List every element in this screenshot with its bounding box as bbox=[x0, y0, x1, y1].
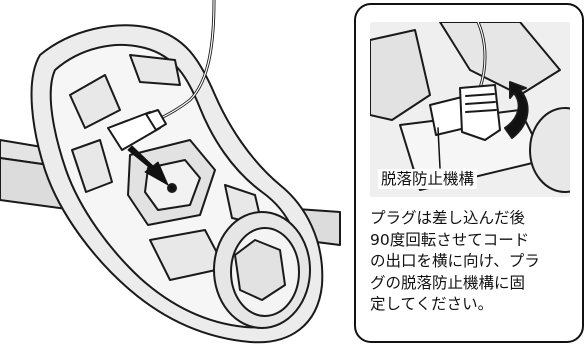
detail-ring bbox=[529, 107, 570, 193]
instruction-line: プラグは差し込んだ後 bbox=[370, 209, 526, 227]
plug-collar bbox=[145, 109, 167, 131]
detail-housing-left bbox=[370, 29, 431, 121]
instruction-line: 定してください。 bbox=[370, 295, 494, 313]
rib-mid-left bbox=[71, 139, 113, 193]
base-ring-detail bbox=[234, 239, 286, 301]
instruction-line: 90度回転させてコード bbox=[370, 230, 530, 249]
detail-housing-top bbox=[439, 22, 561, 96]
detail-plug bbox=[459, 84, 501, 141]
callout-leader bbox=[437, 127, 441, 169]
instruction-line: の出口を横に向け、プラ bbox=[370, 252, 540, 270]
rib-top bbox=[129, 54, 181, 86]
insert-arrow bbox=[127, 145, 169, 186]
instruction-line: グの脱落防止機構に固 bbox=[370, 273, 526, 292]
detail-plug-ribs bbox=[465, 93, 497, 113]
instruction-text: プラグは差し込んだ後 90度回転させてコード の出口を横に向け、プラ グの脱落防… bbox=[370, 208, 580, 316]
mechanism-label: 脱落防止機構 bbox=[378, 169, 478, 189]
socket-hole bbox=[167, 183, 177, 193]
rotate-arrow bbox=[504, 81, 529, 139]
device-underside-illustration bbox=[0, 0, 341, 344]
rib-top-left bbox=[69, 74, 121, 129]
